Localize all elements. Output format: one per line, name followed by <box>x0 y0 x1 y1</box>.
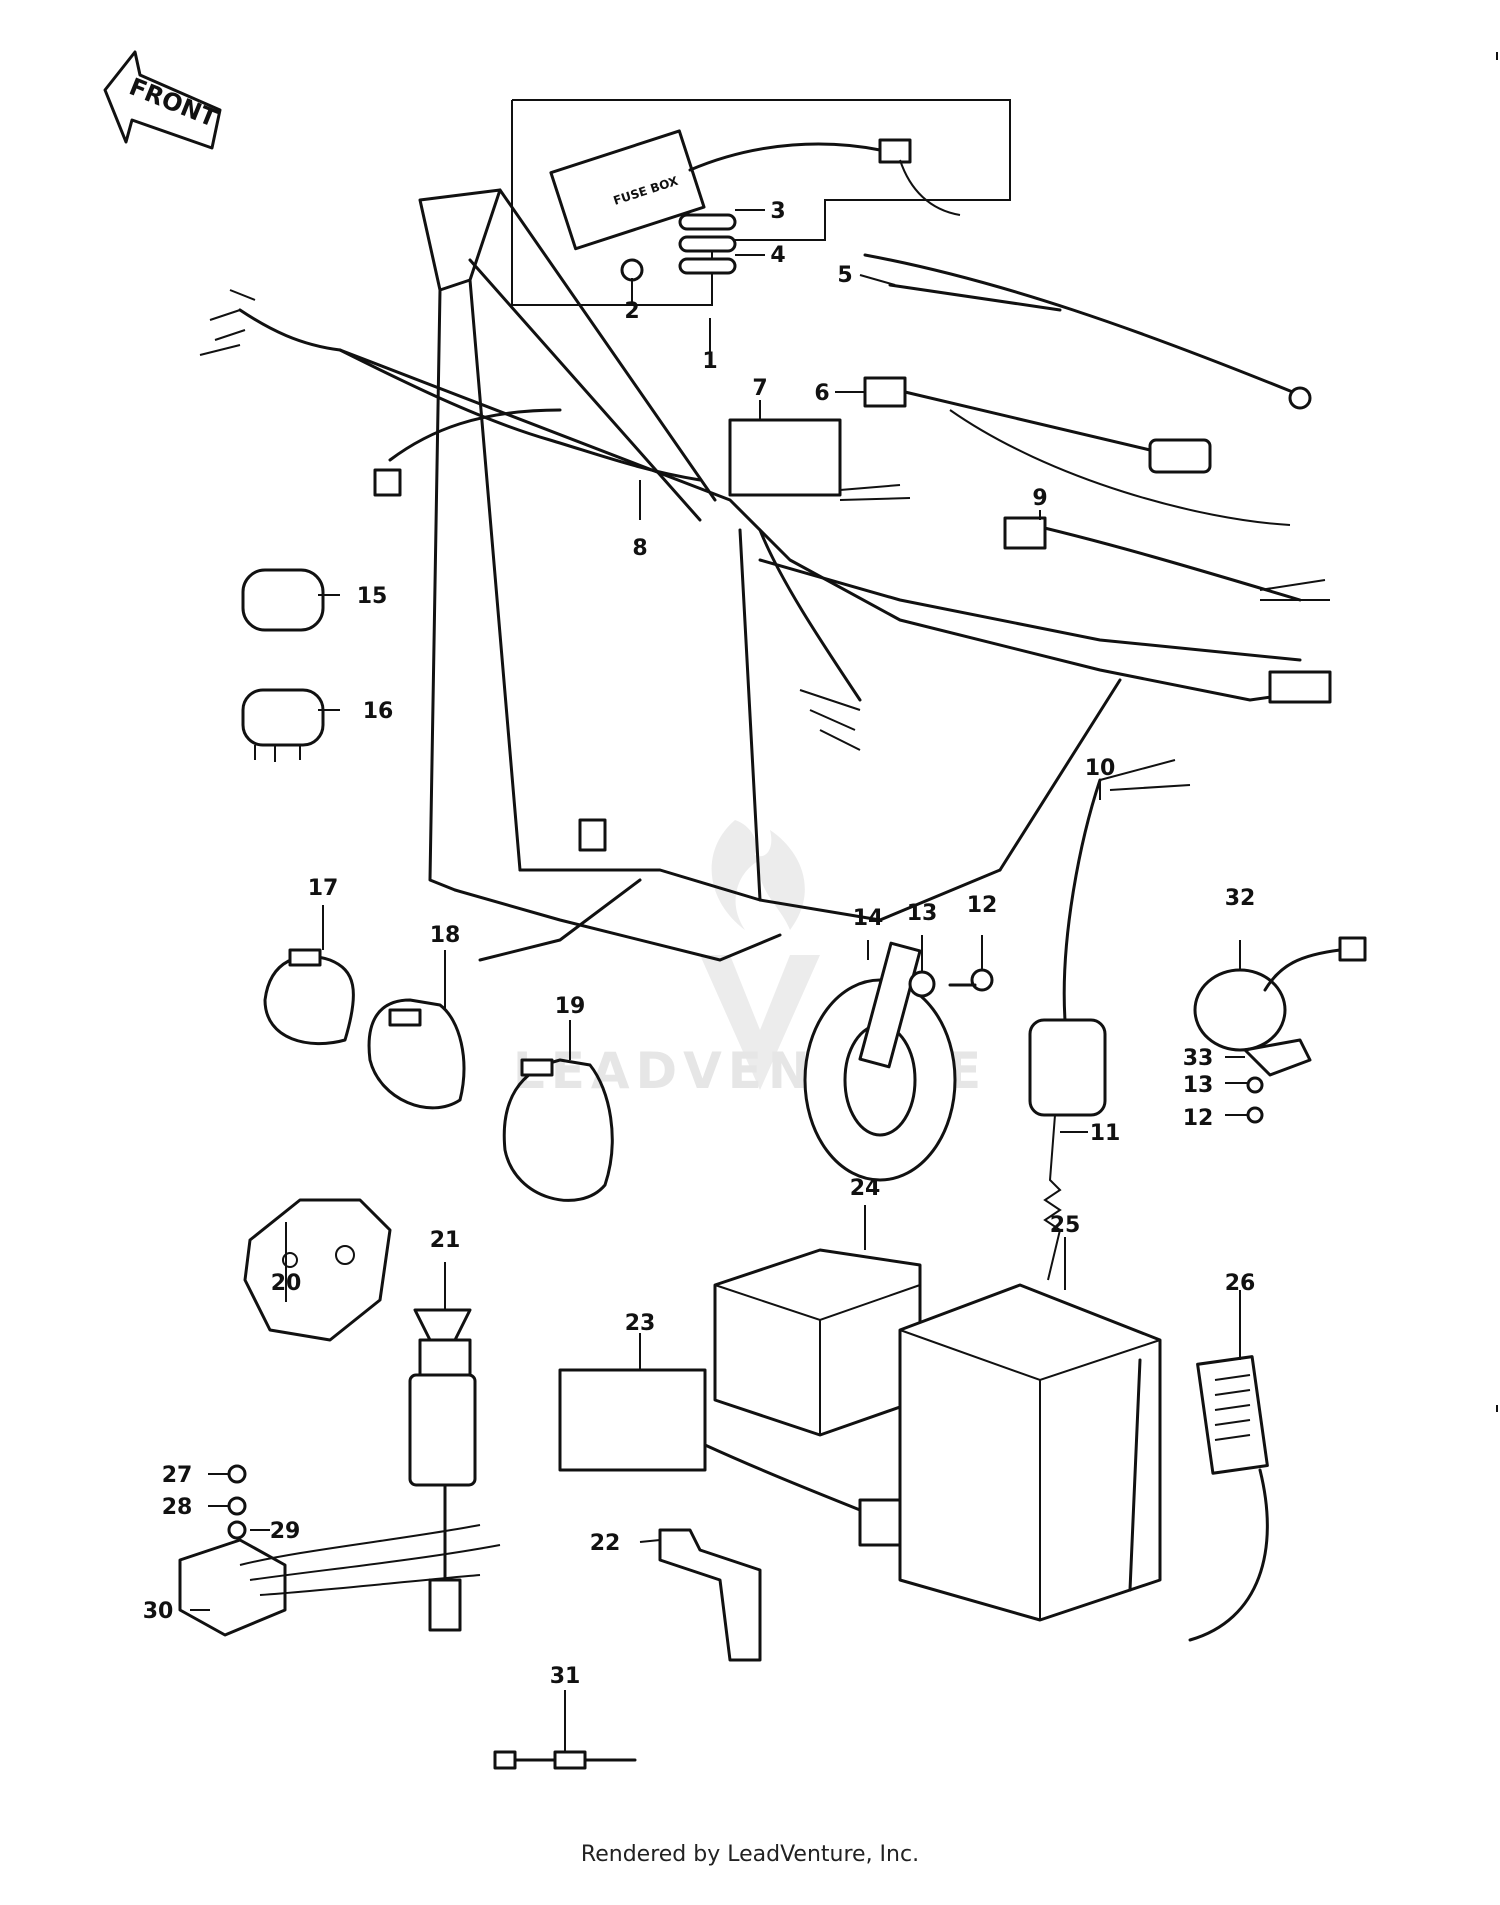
fuse-2 <box>620 258 644 282</box>
callout-13b: 13 <box>1183 1073 1214 1098</box>
callout-6: 6 <box>814 381 829 406</box>
junction-block <box>728 418 842 497</box>
callout-27: 27 <box>162 1463 193 1488</box>
callout-12: 12 <box>967 893 998 918</box>
horn-bracket <box>858 941 922 1069</box>
callout-12b: 12 <box>1183 1106 1214 1131</box>
callout-14: 14 <box>853 906 884 931</box>
callout-numbers: 1 2 3 4 5 6 7 8 9 10 11 12 12 13 13 14 1… <box>143 199 1256 1689</box>
brake-switch <box>1028 1018 1107 1117</box>
callout-13: 13 <box>907 901 938 926</box>
coil-lead-cap <box>863 376 907 408</box>
resistor-30 <box>178 1538 287 1637</box>
caution-label-26 <box>1196 1355 1269 1475</box>
frame-tail-clamp <box>1268 670 1332 704</box>
callout-20: 20 <box>271 1271 302 1296</box>
callout-25: 25 <box>1050 1213 1081 1238</box>
strap-18 <box>367 998 466 1110</box>
callout-1: 1 <box>702 349 717 374</box>
callout-9: 9 <box>1032 486 1047 511</box>
switch-21-plug <box>428 1578 462 1632</box>
wiring-harness <box>199 289 862 751</box>
brake-switch-wire <box>1062 778 1102 1022</box>
rear-harness-cap <box>1003 516 1047 550</box>
callout-22: 22 <box>590 1531 621 1556</box>
front-arrow: FRONT <box>103 50 222 150</box>
sensor-32-plug <box>1338 936 1367 962</box>
strap-18-clip <box>388 1008 422 1027</box>
callout-5: 5 <box>837 263 852 288</box>
callout-18: 18 <box>430 923 461 948</box>
washer-13b <box>1246 1076 1264 1094</box>
callout-4: 4 <box>770 243 785 268</box>
callout-2: 2 <box>624 299 639 324</box>
strap-17-clip <box>288 948 322 967</box>
callout-11: 11 <box>1090 1121 1121 1146</box>
screw-27 <box>227 1464 247 1484</box>
battery-25 <box>898 1283 1162 1622</box>
coil-lead-boot <box>1148 438 1212 474</box>
callout-30: 30 <box>143 1599 174 1624</box>
fuse-4a <box>678 235 737 253</box>
callout-33: 33 <box>1183 1046 1214 1071</box>
relay-16 <box>241 688 325 747</box>
battery-case-24 <box>713 1248 922 1437</box>
bracket-33 <box>1243 1038 1312 1077</box>
callout-32: 32 <box>1225 886 1256 911</box>
fuse-3a <box>678 213 737 231</box>
knob-21 <box>413 1308 472 1342</box>
callout-21: 21 <box>430 1228 461 1253</box>
callout-10: 10 <box>1085 756 1116 781</box>
callout-28: 28 <box>162 1495 193 1520</box>
callout-15: 15 <box>357 584 388 609</box>
strap-19-clip <box>520 1058 554 1077</box>
motorcycle-frame <box>338 188 1332 962</box>
switch-21-body <box>408 1373 477 1487</box>
bracket-20 <box>243 1198 392 1342</box>
ground-wire <box>863 253 1302 397</box>
callout-8: 8 <box>632 536 647 561</box>
fuse-box-kit-outline: FUSE BOX <box>511 99 1011 306</box>
relay-15 <box>241 568 325 632</box>
bracket-22 <box>658 1528 762 1662</box>
footer-credit: Rendered by LeadVenture, Inc. <box>580 1842 920 1867</box>
rear-harness <box>1008 518 1302 602</box>
leader-lines <box>190 209 1248 1752</box>
callout-31: 31 <box>550 1664 581 1689</box>
ground-wire-terminal <box>1288 386 1312 410</box>
coil-lead <box>903 390 1152 452</box>
callout-17: 17 <box>308 876 339 901</box>
washer-13 <box>908 970 936 998</box>
washer-29 <box>227 1520 247 1540</box>
callout-16: 16 <box>363 699 394 724</box>
strap-17 <box>263 954 355 1046</box>
bolt-12 <box>970 968 994 992</box>
frame-bracket <box>578 818 607 852</box>
callout-7: 7 <box>752 376 767 401</box>
callout-23: 23 <box>625 1311 656 1336</box>
ground-lead <box>888 283 1062 312</box>
callout-26: 26 <box>1225 1271 1256 1296</box>
strap-19 <box>502 1058 614 1202</box>
callout-29: 29 <box>270 1519 301 1544</box>
regulator-23 <box>558 1368 707 1472</box>
switch-21-neck <box>418 1338 472 1377</box>
coil-lead-wire <box>949 409 1291 526</box>
callout-3: 3 <box>770 199 785 224</box>
screw-12b <box>1246 1106 1264 1124</box>
brake-spring <box>1043 1114 1062 1281</box>
fuse-4b <box>678 257 737 275</box>
callout-19: 19 <box>555 994 586 1019</box>
callout-24: 24 <box>850 1176 881 1201</box>
washer-28 <box>227 1496 247 1516</box>
